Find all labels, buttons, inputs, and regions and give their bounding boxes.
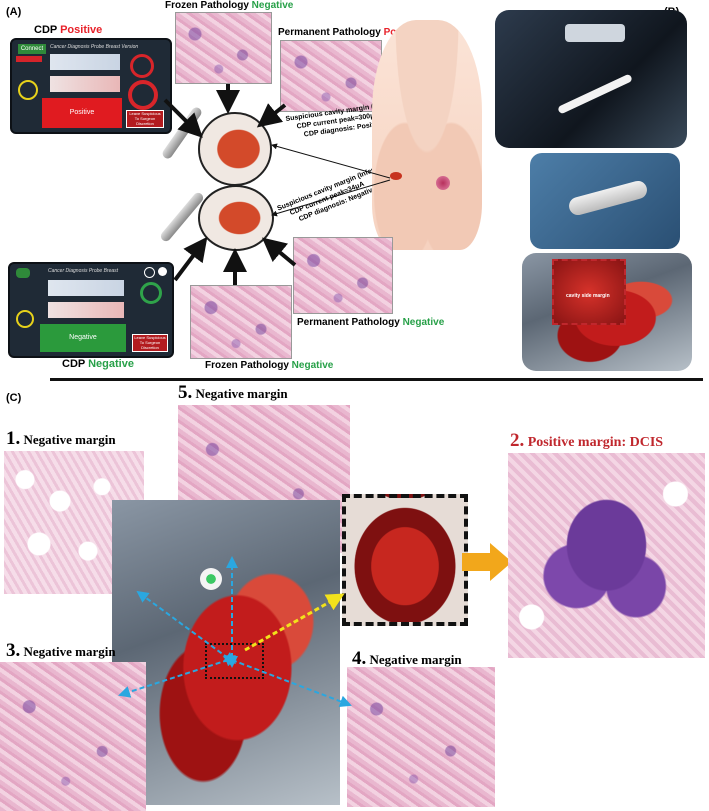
probe-icon [567, 178, 649, 218]
ui-chart-bottom [50, 76, 120, 92]
play-icon[interactable] [18, 80, 38, 100]
frozen-bottom-label: Frozen Pathology Negative [205, 360, 333, 371]
arrow-permanent-bottom [261, 237, 297, 267]
margin-5-label: 5. Negative margin [178, 382, 288, 404]
frozen-top-label: Frozen Pathology Negative [165, 0, 293, 11]
ui-chart-bottom [48, 302, 124, 318]
frozen-bottom-result: Negative [291, 360, 334, 371]
frozen-top-image [175, 12, 272, 84]
frozen-bottom-image [190, 285, 292, 359]
arrow-to-margin-1 [136, 590, 237, 664]
arrow-ui-top [163, 98, 203, 138]
margin-1-label: 1. Negative margin [6, 428, 116, 450]
arrow-permanent-top [256, 103, 287, 128]
play-icon[interactable] [16, 310, 34, 328]
gauge-large-icon [128, 80, 158, 110]
margin-1-num: 1. [6, 428, 21, 449]
permanent-top-prefix: Permanent Pathology [278, 27, 384, 38]
panel-a-arrows [163, 84, 391, 285]
margin-2-num: 2. [510, 430, 525, 451]
panel-c-arrows [118, 556, 352, 708]
arrow-to-margin-4 [222, 655, 352, 708]
gauge-icon [130, 54, 154, 78]
gauge-icon [140, 282, 162, 304]
inset-cavity-margin [552, 259, 626, 325]
margin-5-text: Negative margin [192, 386, 288, 401]
permanent-bottom-image [293, 237, 393, 314]
arrow-inferior [271, 179, 391, 217]
logo-icon [16, 268, 30, 278]
frozen-top-result: Negative [251, 0, 294, 11]
margin-3-label: 3. Negative margin [6, 640, 116, 662]
permanent-bottom-label: Permanent Pathology Negative [297, 317, 444, 328]
zoom-inset [342, 494, 468, 626]
margin-2-text: Positive margin: DCIS [524, 435, 664, 450]
probe-tip-icon [200, 568, 222, 590]
surgeon-note[interactable]: Leave Suspicious To Surgeon Discretion [126, 110, 164, 128]
photo-or-probe [495, 10, 687, 148]
panel-label-c: (C) [6, 392, 22, 404]
ui-sidebar-bar [16, 56, 42, 62]
inset-label: cavity side margin [566, 293, 610, 299]
surgeon-note[interactable]: Leave Suspicious To Surgeon Discretion [132, 334, 168, 352]
section-divider [50, 378, 703, 381]
connect-button[interactable]: Connect [18, 44, 46, 54]
ui-title: Cancer Diagnosis Probe Breast [48, 268, 119, 274]
result-box-negative: Negative [40, 324, 126, 352]
permanent-bottom-result: Negative [402, 317, 445, 328]
orange-arrow [462, 543, 512, 581]
margin-4-image [347, 667, 495, 807]
device-icon [565, 24, 625, 42]
margin-3-num: 3. [6, 640, 21, 661]
close-icon[interactable] [158, 267, 167, 276]
cdp-ui-bottom: Cancer Diagnosis Probe Breast Negative L… [8, 262, 174, 358]
torso-illustration [372, 20, 482, 250]
photo-probe-hand [530, 153, 680, 249]
cdp-bottom-result: Negative [88, 358, 134, 370]
margin-4-text: Negative margin [366, 652, 462, 667]
arrow-to-margin-3 [118, 654, 238, 698]
photo-surgery-cavity: cavity side margin [522, 253, 692, 371]
margin-3-text: Negative margin [20, 644, 116, 659]
margin-4-num: 4. [352, 648, 367, 669]
ui-chart-top [48, 280, 124, 296]
permanent-top-image [280, 40, 382, 112]
cdp-ui-top: Connect Cancer Diagnosis Probe Breast Ve… [10, 38, 172, 134]
probe-light-icon [557, 73, 633, 115]
ui-title: Cancer Diagnosis Probe Breast Version [50, 44, 139, 50]
arrow-to-zoom-inset [244, 593, 345, 652]
margin-1-text: Negative margin [20, 432, 116, 447]
frozen-top-prefix: Frozen Pathology [165, 0, 252, 11]
ui-chart-top [50, 54, 120, 70]
incision-site-icon [390, 172, 402, 180]
frozen-bottom-prefix: Frozen Pathology [205, 360, 292, 371]
cdp-bottom-prefix: CDP [62, 358, 89, 370]
arrow-lateral [271, 143, 391, 179]
panel-label-a: (A) [6, 6, 22, 18]
permanent-bottom-prefix: Permanent Pathology [297, 317, 403, 328]
arrow-ui-bottom [173, 236, 208, 282]
margin-4-label: 4. Negative margin [352, 648, 462, 670]
cdp-bottom-label: CDP Negative [62, 358, 134, 370]
cdp-top-prefix: CDP [34, 24, 61, 36]
cdp-top-label: CDP Positive [34, 24, 102, 36]
tumor-site-icon [436, 176, 450, 190]
power-icon[interactable] [144, 267, 155, 278]
cdp-top-result: Positive [60, 24, 103, 36]
margin-2-image [508, 453, 705, 658]
result-box-positive: Positive [42, 98, 122, 128]
margin-5-num: 5. [178, 382, 193, 403]
margin-2-label: 2. Positive margin: DCIS [510, 430, 663, 452]
